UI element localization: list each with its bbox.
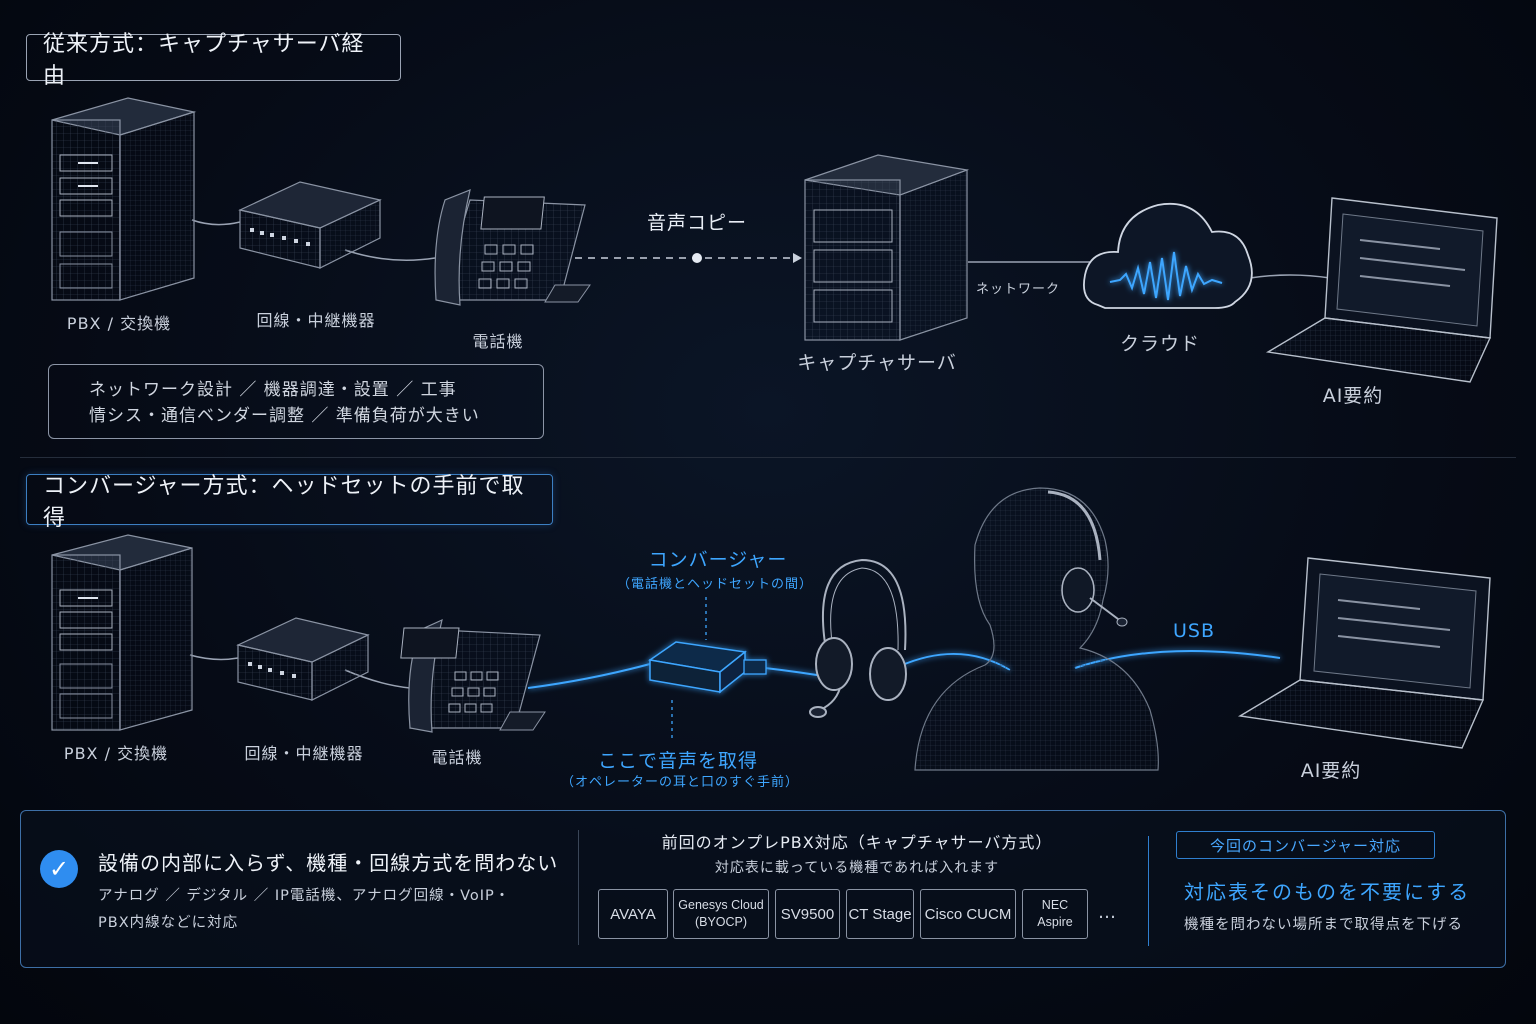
- voice-copy-node: [692, 253, 702, 263]
- model-pill: NEC Aspire: [1022, 889, 1088, 939]
- converger-dongle-icon: [648, 641, 767, 694]
- cable: [1249, 274, 1331, 279]
- label-usb: USB: [1172, 620, 1216, 642]
- label-cloud: クラウド: [1119, 333, 1201, 355]
- laptop-icon: [1237, 557, 1491, 749]
- label-pbx: PBX / 交換機: [63, 744, 169, 763]
- model-pill: CT Stage: [846, 889, 914, 939]
- model-pill: Genesys Cloud (BYOCP): [673, 889, 769, 939]
- label-ai-summary: AI要約: [1300, 760, 1362, 782]
- label-line-relay: 回線・中継機器: [256, 311, 376, 330]
- label-capture-server: キャプチャサーバ: [797, 352, 957, 374]
- section-title-converger: コンバージャー方式：ヘッドセットの手前で取得: [26, 474, 553, 531]
- operator-silhouette: [914, 487, 1159, 771]
- section-title-legacy: 従来方式：キャプチャサーバ経由: [26, 32, 401, 89]
- laptop-icon: [1265, 197, 1498, 383]
- label-network: ネットワーク: [975, 282, 1061, 297]
- legacy-burden-note: ネットワーク設計 ／ 機器調達・設置 ／ 工事 情シス・通信ベンダー調整 ／ 準…: [48, 364, 544, 439]
- new-sub: 機種を問わない場所まで取得点を下げる: [1184, 917, 1463, 933]
- arrow-head-icon: [793, 253, 802, 263]
- label-capture-here: ここで音声を取得: [597, 750, 759, 772]
- glowing-cable: [527, 663, 651, 689]
- desk-phone-icon: [400, 618, 546, 733]
- label-phone: 電話機: [472, 332, 524, 351]
- label-line-relay: 回線・中継機器: [244, 744, 364, 763]
- cable: [344, 249, 436, 261]
- label-converger-sub: （電話機とヘッドセットの間）: [616, 577, 814, 592]
- line-relay-box-icon: [236, 617, 370, 701]
- check-icon: ✓: [40, 850, 78, 888]
- model-pill: Cisco CUCM: [920, 889, 1016, 939]
- label-capture-sub: （オペレーターの耳と口のすぐ手前）: [560, 775, 800, 790]
- label-ai-summary: AI要約: [1322, 385, 1384, 407]
- label-converger: コンバージャー: [648, 549, 788, 571]
- panel-sub-line: PBX内線などに対応: [98, 915, 239, 931]
- new-headline: 対応表そのものを不要にする: [1184, 880, 1471, 904]
- capture-server-icon: [804, 154, 970, 341]
- note-line: 情シス・通信ベンダー調整 ／ 準備負荷が大きい: [89, 406, 480, 426]
- pbx-server-icon: [51, 97, 197, 301]
- desk-phone-icon: [434, 189, 591, 306]
- line-relay-box-icon: [238, 181, 382, 269]
- label-pbx: PBX / 交換機: [66, 314, 172, 333]
- model-pill: AVAYA: [598, 889, 668, 939]
- cable: [191, 219, 241, 226]
- note-line: ネットワーク設計 ／ 機器調達・設置 ／ 工事: [89, 380, 457, 400]
- new-approach-tag: 今回のコンバージャー対応: [1176, 831, 1435, 859]
- panel-sub-line: アナログ ／ デジタル ／ IP電話機、アナログ回線・VoIP・: [98, 888, 511, 904]
- pbx-server-icon: [51, 534, 193, 731]
- cable: [189, 654, 239, 661]
- panel-headline: 設備の内部に入らず、機種・回線方式を問わない: [98, 851, 559, 875]
- section-divider: [20, 457, 1516, 458]
- mid-sub: 対応表に載っている機種であれば入れます: [714, 860, 1000, 876]
- mid-title: 前回のオンプレPBX対応（キャプチャサーバ方式）: [661, 833, 1053, 852]
- model-pill: SV9500: [775, 889, 840, 939]
- more-models-ellipsis: …: [1098, 902, 1117, 923]
- panel-separator: [1148, 836, 1149, 946]
- panel-separator: [578, 830, 579, 945]
- label-voice-copy: 音声コピー: [646, 212, 748, 234]
- cloud-icon: [1083, 203, 1253, 309]
- headset-icon: [809, 558, 907, 718]
- label-phone: 電話機: [431, 748, 483, 767]
